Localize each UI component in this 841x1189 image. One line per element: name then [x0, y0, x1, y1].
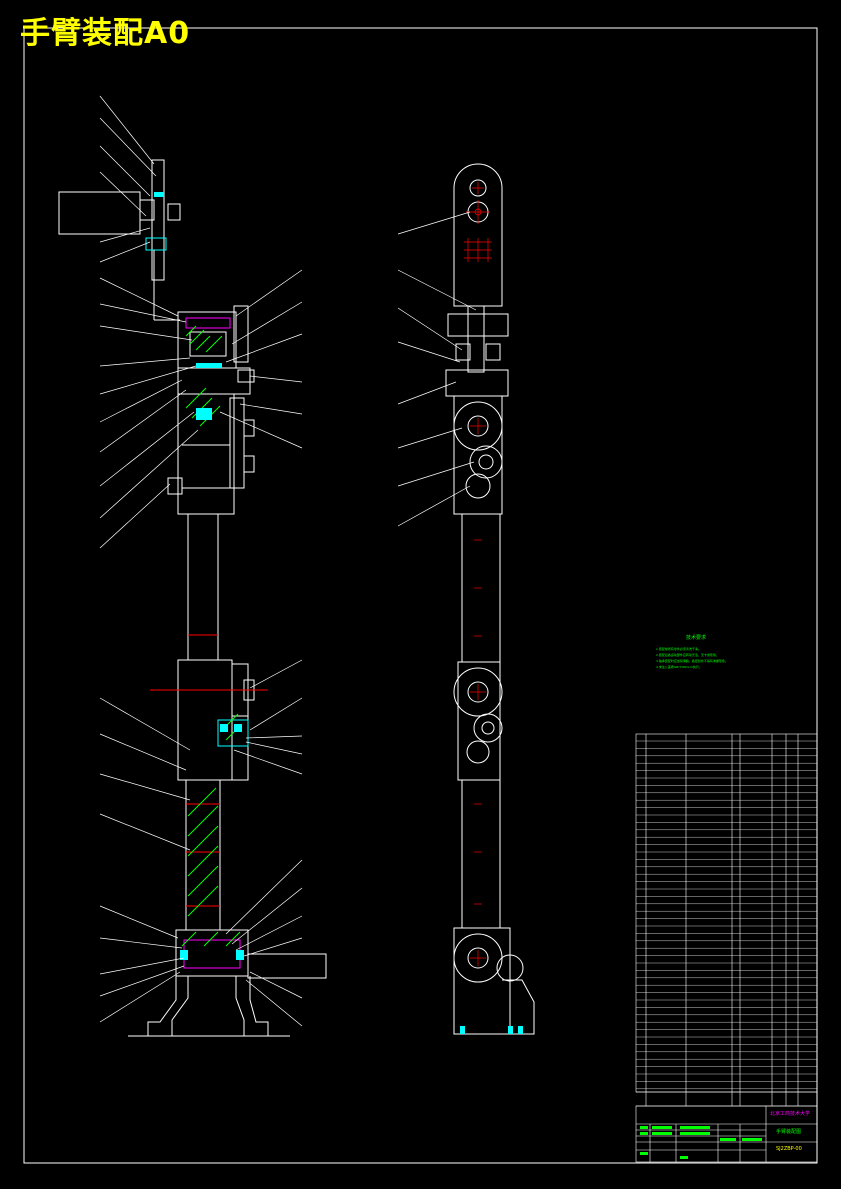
title-block-green-cells	[640, 1126, 762, 1159]
balloon-leaders-side	[397, 211, 477, 527]
side-view	[445, 163, 535, 1035]
balloon-leaders-right	[219, 269, 303, 1027]
tech-requirement-line: 3.轴承装配时应加润滑脂，各密封处不得有渗漏现象。	[656, 659, 728, 663]
balloon-leaders-left	[99, 95, 199, 1023]
drawing-frame	[23, 27, 818, 1164]
title-block-drawing-name: 手臂装配图	[776, 1129, 802, 1135]
tech-requirement-line: 1.装配前所有零件必须清洗干净。	[656, 647, 701, 651]
bearings	[154, 192, 244, 960]
tech-requirement-line: 4.未注公差按GB/T1804-m执行。	[656, 665, 702, 669]
title-block-frame	[635, 1105, 818, 1163]
side-view-bolts	[460, 1026, 523, 1034]
tech-requirement-line: 2.装配后各运动部件应转动灵活，无卡滞现象。	[656, 653, 719, 657]
title-block-school: 北京工商技术大学	[770, 1111, 811, 1117]
centerline-marks	[464, 182, 492, 966]
bill-of-materials	[635, 733, 818, 1107]
tech-requirements-title: 技术要求	[686, 635, 707, 641]
section-view	[58, 159, 327, 1037]
bom-row-lines	[636, 740, 817, 1090]
title-block-drawing-number: SJ2ZBP-00	[776, 1146, 802, 1152]
drawing-title: 手臂装配A0	[20, 16, 191, 51]
